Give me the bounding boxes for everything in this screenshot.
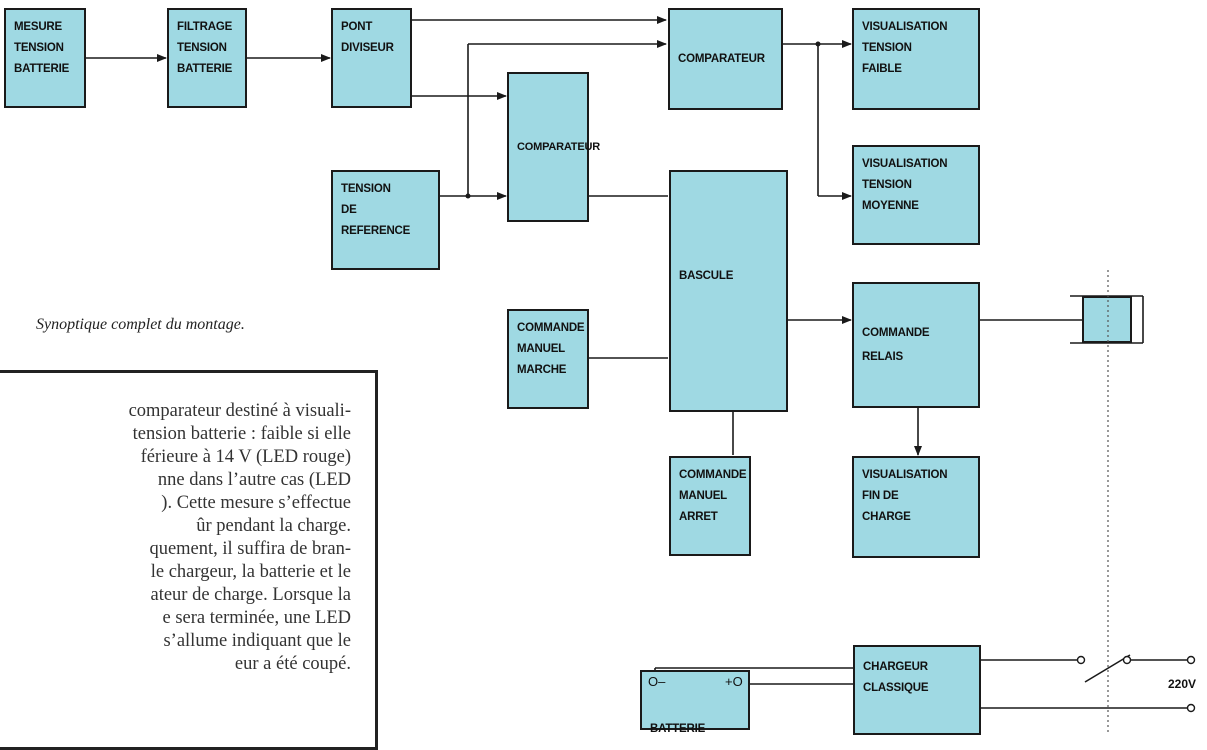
batterie-label: BATTERIE [650,723,706,735]
mains-220v-label: 220V [1168,677,1197,691]
text-line: eur a été coupé. [234,654,351,674]
text-line: s’allume indiquant que le [163,631,351,651]
block-chargeur-classique: CHARGEUR CLASSIQUE [853,645,981,735]
text-line: quement, il suffira de bran- [149,539,351,559]
figure-caption: Synoptique complet du montage. [36,316,245,333]
text-line: comparateur destiné à visuali- [128,401,351,421]
text-line: tension batterie : faible si elle [132,424,351,444]
text-line: ûr pendant la charge. [196,516,351,536]
battery-minus-terminal: O– [648,674,666,689]
block-mesure-tension-batterie: MESURE TENSION BATTERIE [4,8,86,108]
block-batterie: BATTERIE [640,670,750,735]
text-line: férieure à 14 V (LED rouge) [140,447,351,467]
battery-plus-terminal: +O [725,674,743,689]
block-pont-diviseur: PONT DIVISEUR [331,8,412,108]
block-filtrage-tension-batterie: FILTRAGE TENSION BATTERIE [167,8,247,108]
text-line: ). Cette mesure s’effectue [161,493,351,513]
block-comparateur-mid: COMPARATEUR [507,72,600,222]
block-visualisation-tension-faible: VISUALISATION TENSION FAIBLE [852,8,980,110]
text-line: nne dans l’autre cas (LED [157,470,351,490]
block-bascule: BASCULE [669,170,788,412]
block-comparateur-haut: COMPARATEUR [668,8,783,110]
article-text-box: comparateur destiné à visuali- tension b… [0,370,378,750]
text-line: ateur de charge. Lorsque la [150,585,352,605]
block-commande-relais: COMMANDE RELAIS [852,282,980,408]
text-line: e sera terminée, une LED [162,608,351,628]
block-visualisation-fin-charge: VISUALISATION FIN DE CHARGE [852,456,980,558]
block-visualisation-tension-moyenne: VISUALISATION TENSION MOYENNE [852,145,980,245]
block-tension-reference: TENSION DE REFERENCE [331,170,440,270]
block-commande-manuel-marche: COMMANDE MANUEL MARCHE [507,309,589,409]
block-commande-manuel-arret: COMMANDE MANUEL ARRET [669,456,751,556]
text-line: le chargeur, la batterie et le [150,562,351,582]
